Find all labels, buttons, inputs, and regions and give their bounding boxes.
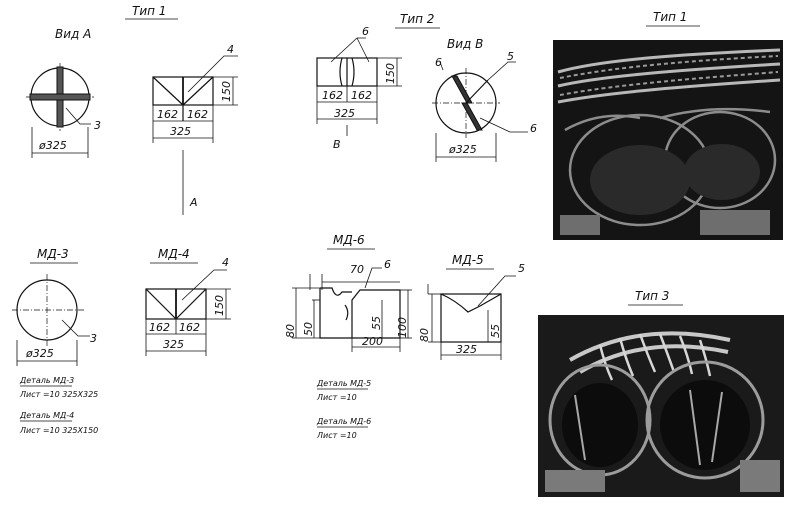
type2-dim-325: 325 xyxy=(334,107,355,120)
md3-circle xyxy=(12,274,90,366)
note-md4-sheet: Лист =10 325Х150 xyxy=(19,426,98,435)
md4-dim-325: 325 xyxy=(163,338,184,351)
md5-dim-325: 325 xyxy=(456,343,477,356)
md6-dim-200: 200 xyxy=(362,335,383,348)
note-md6-title: Деталь МД-6 xyxy=(316,417,371,426)
view-v-circle xyxy=(432,61,528,162)
callout-6-view-v-left: 6 xyxy=(435,56,442,69)
md6-dim-70: 70 xyxy=(350,263,364,276)
note-md3-title: Деталь МД-3 xyxy=(19,376,74,385)
md4-group: МД-4 162 162 325 150 4 xyxy=(145,247,231,356)
section-v-mark: В xyxy=(333,138,341,151)
md5-title: МД-5 xyxy=(452,253,484,267)
md6-group: МД-6 70 6 80 50 55 10 xyxy=(284,233,412,352)
callout-6-md6: 6 xyxy=(384,258,391,271)
photo1-title: Тип 1 xyxy=(653,10,687,24)
callout-5-md5: 5 xyxy=(518,262,525,275)
section-a-mark: А xyxy=(189,196,198,209)
md5-profile xyxy=(427,275,516,360)
type1-dim-150: 150 xyxy=(220,81,233,102)
md3-diameter: ø325 xyxy=(25,347,54,360)
callout-6-view-v-right: 6 xyxy=(530,122,537,135)
md6-dim-100: 100 xyxy=(396,317,409,338)
type1-title: Тип 1 xyxy=(132,4,166,18)
md5-group: МД-5 80 55 325 5 xyxy=(418,253,525,360)
md6-dim-50: 50 xyxy=(302,322,315,336)
view-v-diameter: ø325 xyxy=(448,143,477,156)
photo2-title: Тип 3 xyxy=(635,289,669,303)
type2-dim-162-left: 162 xyxy=(322,89,343,102)
md5-dim-55: 55 xyxy=(489,324,502,338)
type1-dim-162-left: 162 xyxy=(157,108,178,121)
md6-dim-55: 55 xyxy=(370,316,383,330)
callout-4-type1: 4 xyxy=(227,43,234,56)
md6-profile xyxy=(292,267,412,352)
md5-dim-80: 80 xyxy=(418,328,431,342)
md3-title: МД-3 xyxy=(37,247,69,261)
view-v-title: Вид В xyxy=(447,37,483,51)
type2-side-view xyxy=(316,37,402,136)
note-md6-sheet: Лист =10 xyxy=(316,431,357,440)
md4-side-view xyxy=(145,269,231,356)
photo-type3: Тип 3 xyxy=(538,289,784,497)
note-md3-sheet: Лист =10 325Х325 xyxy=(19,390,98,399)
view-a-circle xyxy=(26,63,94,158)
type2-dim-162-right: 162 xyxy=(351,89,372,102)
type2-dim-150: 150 xyxy=(384,63,397,84)
type1-dim-325: 325 xyxy=(170,125,191,138)
md6-dim-80: 80 xyxy=(284,324,297,338)
md4-dim-162-right: 162 xyxy=(179,321,200,334)
type1-dim-162-right: 162 xyxy=(187,108,208,121)
view-a-title: Вид А xyxy=(55,27,91,41)
callout-4-md4: 4 xyxy=(222,256,229,269)
md4-dim-162-left: 162 xyxy=(149,321,170,334)
notes: Деталь МД-3 Лист =10 325Х325 Деталь МД-4… xyxy=(19,376,371,440)
photo-type1: Тип 1 xyxy=(553,10,783,240)
type1-group: Тип 1 Вид А ø325 3 xyxy=(26,4,238,215)
type1-side-view xyxy=(152,55,238,215)
md3-group: МД-3 ø325 3 xyxy=(12,247,97,366)
view-a-diameter: ø325 xyxy=(38,139,67,152)
callout-3-a: 3 xyxy=(94,119,101,132)
md6-title: МД-6 xyxy=(333,233,365,247)
type2-group: Тип 2 162 162 325 150 6 В Вид В xyxy=(316,12,537,162)
note-md4-title: Деталь МД-4 xyxy=(19,411,74,420)
md4-title: МД-4 xyxy=(158,247,190,261)
note-md5-title: Деталь МД-5 xyxy=(316,379,371,388)
callout-5-view-v: 5 xyxy=(507,50,514,63)
md4-dim-150: 150 xyxy=(213,295,226,316)
callout-6-type2: 6 xyxy=(362,25,369,38)
type2-title: Тип 2 xyxy=(400,12,434,26)
callout-3-md3: 3 xyxy=(90,332,97,345)
note-md5-sheet: Лист =10 xyxy=(316,393,357,402)
